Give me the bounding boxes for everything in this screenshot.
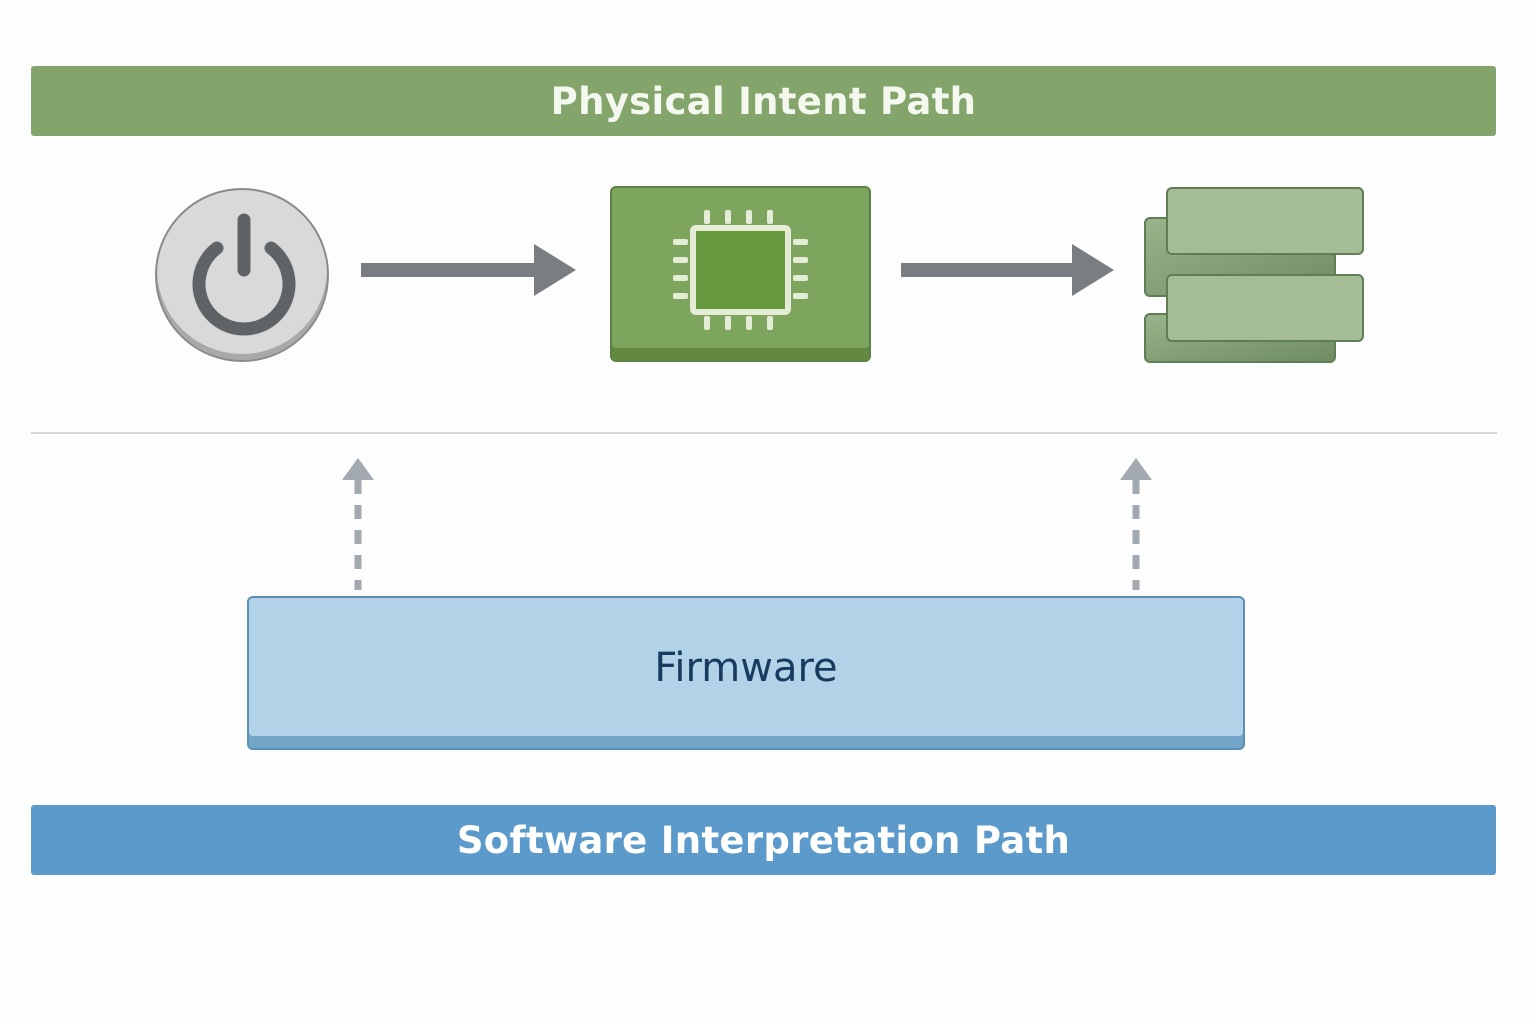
physical-intent-path-banner: Physical Intent Path bbox=[31, 66, 1496, 136]
arrow-processor-to-layers bbox=[901, 244, 1114, 296]
dashed-arrow-firmware-to-layers bbox=[1120, 458, 1152, 590]
dashed-arrow-firmware-to-power bbox=[342, 458, 374, 590]
cpu-chip-icon bbox=[673, 210, 808, 330]
power-button-node bbox=[155, 188, 329, 362]
arrow-power-to-processor bbox=[361, 244, 576, 296]
software-interpretation-path-title: Software Interpretation Path bbox=[456, 818, 1071, 862]
firmware-node: Firmware bbox=[247, 596, 1245, 750]
stacked-layers-icon bbox=[1144, 187, 1364, 363]
software-interpretation-path-banner: Software Interpretation Path bbox=[31, 805, 1496, 875]
section-divider bbox=[31, 432, 1497, 434]
firmware-label: Firmware bbox=[654, 645, 838, 691]
processor-node bbox=[610, 186, 871, 362]
power-icon bbox=[192, 213, 296, 336]
physical-intent-path-title: Physical Intent Path bbox=[550, 79, 977, 123]
